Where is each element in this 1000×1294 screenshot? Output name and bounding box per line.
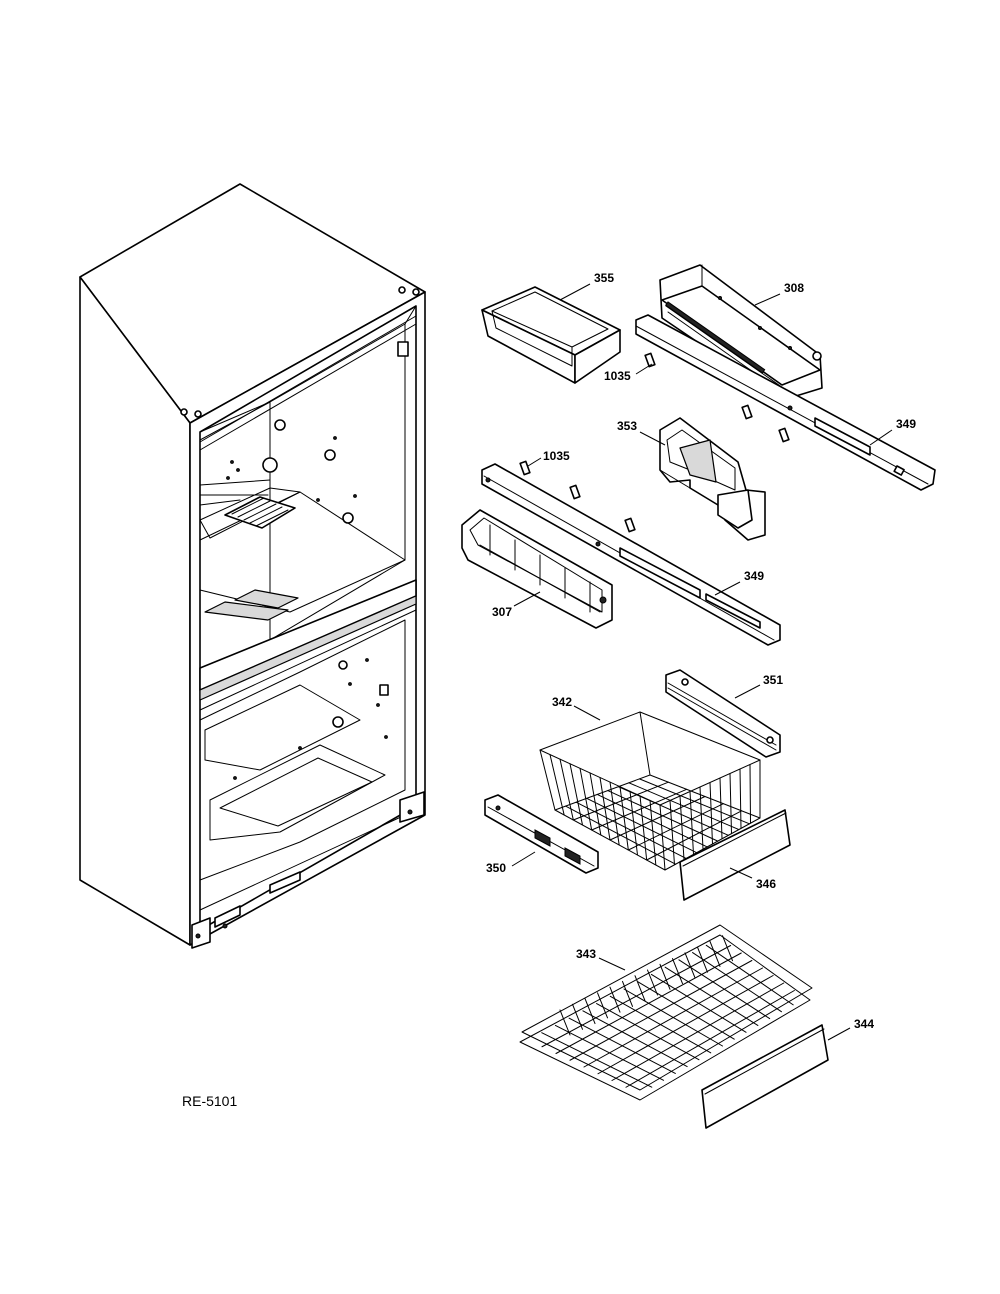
part-353-slide-bracket bbox=[659, 417, 766, 541]
part-308-cover-bracket bbox=[659, 264, 823, 401]
callout-1035-lower: 1035 bbox=[543, 449, 570, 463]
callout-351: 351 bbox=[763, 673, 783, 687]
callout-307: 307 bbox=[492, 605, 512, 619]
part-346-basket-front bbox=[679, 809, 791, 901]
callout-344: 344 bbox=[854, 1017, 874, 1031]
part-350-basket-slide bbox=[484, 794, 599, 874]
part-344-basket-front bbox=[701, 1024, 829, 1129]
callout-355: 355 bbox=[594, 271, 614, 285]
callout-342: 342 bbox=[552, 695, 572, 709]
diagram-reference-code: RE-5101 bbox=[182, 1093, 237, 1109]
part-355-snack-pan bbox=[481, 286, 621, 384]
part-351-basket-rail bbox=[665, 669, 781, 758]
callout-1035-upper: 1035 bbox=[604, 369, 631, 383]
callout-343: 343 bbox=[576, 947, 596, 961]
part-342-upper-basket bbox=[539, 711, 761, 871]
part-307-side-bracket bbox=[461, 509, 613, 629]
part-349-upper-slide-rail bbox=[635, 314, 936, 491]
callout-353: 353 bbox=[617, 419, 637, 433]
callout-labels: 355 308 1035 349 353 1035 349 307 351 34… bbox=[486, 271, 916, 1031]
callout-349-lower: 349 bbox=[744, 569, 764, 583]
part-1035-screw-upper bbox=[644, 352, 790, 443]
callout-350: 350 bbox=[486, 861, 506, 875]
refrigerator-cabinet bbox=[79, 183, 426, 949]
leader-lines bbox=[511, 283, 893, 1041]
part-1035-screw-lower bbox=[519, 460, 636, 533]
callout-349-upper: 349 bbox=[896, 417, 916, 431]
callout-346: 346 bbox=[756, 877, 776, 891]
callout-308: 308 bbox=[784, 281, 804, 295]
part-349-lower-slide-rail bbox=[481, 463, 781, 646]
part-343-lower-basket bbox=[519, 924, 813, 1101]
